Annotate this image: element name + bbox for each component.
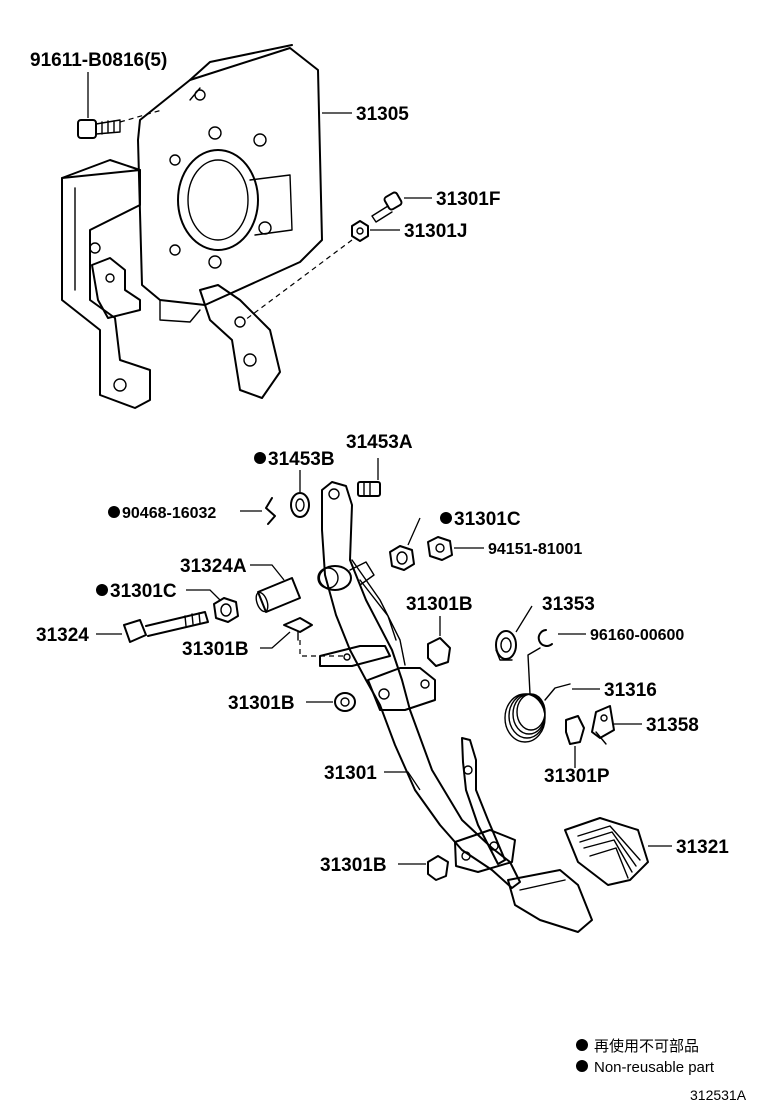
label-91611: 91611-B0816(5) bbox=[30, 50, 167, 71]
clip-31301P-icon bbox=[565, 715, 585, 745]
label-31301B-middle: 31301B bbox=[228, 693, 295, 714]
bolt-31324-icon bbox=[123, 611, 209, 643]
bush-31301C-left-icon bbox=[213, 597, 239, 623]
non-reusable-dot bbox=[96, 584, 108, 596]
non-reusable-dot bbox=[254, 452, 266, 464]
bolt-31453A-icon bbox=[357, 481, 381, 497]
legend: 再使用不可部品 Non-reusable part bbox=[576, 1038, 715, 1076]
collar-31324A-icon bbox=[255, 577, 301, 613]
nut-31301J-icon bbox=[351, 220, 369, 242]
bolt-31301F-icon bbox=[371, 191, 403, 223]
stopper-31301B-upper-left-icon bbox=[283, 617, 313, 641]
label-31301J: 31301J bbox=[404, 221, 467, 242]
label-31301F: 31301F bbox=[436, 189, 500, 210]
nut-94151-icon bbox=[427, 536, 453, 561]
label-31453B: 31453B bbox=[268, 449, 335, 470]
label-31301B-upper-right: 31301B bbox=[406, 594, 473, 615]
stopper-31301B-upper-right-icon bbox=[427, 637, 451, 667]
pedal-pad-31321-icon bbox=[564, 817, 649, 886]
label-31301P: 31301P bbox=[544, 766, 610, 787]
label-31324: 31324 bbox=[36, 625, 89, 646]
bolt-91611-icon bbox=[77, 119, 121, 139]
label-31301C-upper: 31301C bbox=[454, 509, 521, 530]
label-31453A: 31453A bbox=[346, 432, 413, 453]
legend-line-jp: 再使用不可部品 bbox=[594, 1038, 699, 1055]
pedal-arm-31301 bbox=[317, 481, 593, 933]
diagram-code: 312531A bbox=[690, 1087, 747, 1103]
bush-31353-icon bbox=[495, 630, 517, 661]
label-94151: 94151-81001 bbox=[488, 541, 582, 558]
clip-90468-icon bbox=[265, 497, 276, 525]
legend-line-en: Non-reusable part bbox=[594, 1059, 715, 1076]
non-reusable-dot bbox=[108, 506, 120, 518]
clip-96160-icon bbox=[537, 629, 553, 647]
bracket-31358-icon bbox=[591, 705, 615, 745]
bracket-31305 bbox=[61, 44, 323, 409]
spring-31316-icon bbox=[504, 647, 571, 743]
label-31301C-left: 31301C bbox=[110, 581, 177, 602]
bush-31301C-upper-icon bbox=[389, 545, 415, 571]
label-31301: 31301 bbox=[324, 763, 377, 784]
stopper-31301B-lower-icon bbox=[427, 855, 449, 881]
stopper-31301B-middle-icon bbox=[334, 692, 356, 712]
label-31301B-upper-left: 31301B bbox=[182, 639, 249, 660]
label-31358: 31358 bbox=[646, 715, 699, 736]
label-90468: 90468-16032 bbox=[122, 505, 216, 522]
label-96160: 96160-00600 bbox=[590, 627, 684, 644]
legend-dot-en bbox=[576, 1060, 588, 1072]
label-31305: 31305 bbox=[356, 104, 409, 125]
non-reusable-dot bbox=[440, 512, 452, 524]
bush-31453B-icon bbox=[290, 492, 310, 518]
label-31316: 31316 bbox=[604, 680, 657, 701]
label-31324A: 31324A bbox=[180, 556, 247, 577]
label-31321: 31321 bbox=[676, 837, 729, 858]
label-31301B-lower: 31301B bbox=[320, 855, 387, 876]
legend-dot-jp bbox=[576, 1039, 588, 1051]
label-31353: 31353 bbox=[542, 594, 595, 615]
